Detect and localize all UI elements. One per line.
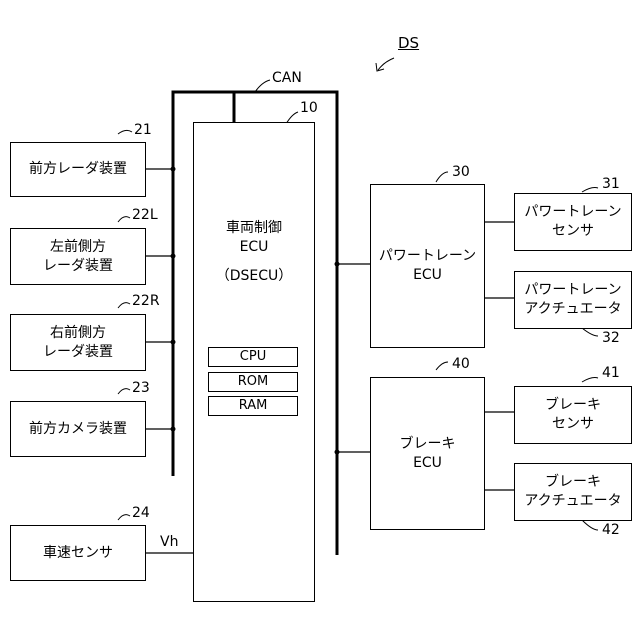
ecu-name-line3: （DSECU） [216, 267, 293, 286]
powertrain-ecu-ref: 30 [452, 164, 470, 180]
left-side-radar-box: 左前側方 レーダ装置 [10, 228, 146, 285]
brake-sensor-box: ブレーキ センサ [514, 386, 632, 444]
junction-dot [335, 262, 340, 267]
cpu-block: CPU [208, 347, 298, 367]
powertrain-sensor-line2: センサ [552, 222, 594, 241]
left-side-radar-ref: 22L [132, 207, 158, 223]
right-side-radar-box: 右前側方 レーダ装置 [10, 314, 146, 371]
leader-can [255, 80, 270, 92]
vehicle-speed-sensor-box: 車速センサ [10, 525, 146, 581]
leader-22r [118, 303, 130, 308]
ram-block: RAM [208, 396, 298, 416]
powertrain-actuator-line1: パワートレーン [524, 281, 621, 300]
leader-31 [582, 188, 598, 193]
ecu-name-line2: ECU [240, 238, 269, 257]
powertrain-sensor-line1: パワートレーン [524, 203, 621, 222]
front-radar-ref: 21 [134, 122, 152, 138]
vh-label: Vh [160, 534, 178, 550]
powertrain-ecu-box: パワートレーン ECU [370, 184, 485, 348]
left-side-radar-line2: レーダ装置 [43, 257, 113, 276]
brake-sensor-line1: ブレーキ [545, 396, 601, 415]
front-camera-box: 前方カメラ装置 [10, 401, 146, 457]
powertrain-actuator-ref: 32 [602, 330, 620, 346]
leader-23 [118, 389, 130, 394]
brake-sensor-line2: センサ [552, 415, 594, 434]
can-label: CAN [272, 70, 302, 86]
front-camera-label: 前方カメラ装置 [29, 420, 127, 439]
powertrain-ecu-line2: ECU [413, 266, 442, 285]
brake-actuator-line2: アクチュエータ [524, 492, 621, 511]
rom-block: ROM [208, 372, 298, 392]
brake-ecu-box: ブレーキ ECU [370, 377, 485, 530]
front-camera-ref: 23 [132, 380, 150, 396]
brake-actuator-ref: 42 [602, 522, 620, 538]
brake-ecu-ref: 40 [452, 356, 470, 372]
leader-30 [436, 172, 448, 182]
brake-ecu-line1: ブレーキ [400, 435, 456, 454]
powertrain-actuator-box: パワートレーン アクチュエータ [514, 271, 632, 329]
left-side-radar-line1: 左前側方 [50, 238, 106, 257]
leader-21 [118, 130, 132, 134]
brake-ecu-line2: ECU [413, 454, 442, 473]
right-side-radar-line1: 右前側方 [50, 324, 106, 343]
brake-actuator-line1: ブレーキ [545, 473, 601, 492]
leader-42 [582, 520, 598, 530]
leader-24 [118, 515, 130, 520]
powertrain-ecu-line1: パワートレーン [379, 247, 476, 266]
junction-dot [171, 340, 176, 345]
ecu-ref: 10 [300, 100, 318, 116]
powertrain-sensor-ref: 31 [602, 176, 620, 192]
powertrain-sensor-box: パワートレーン センサ [514, 193, 632, 251]
leader-41 [582, 378, 598, 383]
vehicle-speed-sensor-label: 車速センサ [43, 544, 113, 563]
front-radar-box: 前方レーダ装置 [10, 142, 146, 197]
ds-label: DS [398, 34, 419, 52]
leader-32 [582, 328, 598, 336]
leader-22l [118, 217, 130, 222]
junction-dot [171, 427, 176, 432]
front-radar-label: 前方レーダ装置 [29, 160, 127, 179]
vehicle-speed-sensor-ref: 24 [132, 505, 150, 521]
ecu-name-line1: 車両制御 [226, 219, 282, 238]
junction-dot [171, 254, 176, 259]
leader-40 [436, 362, 448, 370]
right-side-radar-ref: 22R [132, 293, 160, 309]
powertrain-actuator-line2: アクチュエータ [524, 300, 621, 319]
brake-sensor-ref: 41 [602, 365, 620, 381]
right-side-radar-line2: レーダ装置 [43, 343, 113, 362]
junction-dot [335, 450, 340, 455]
brake-actuator-box: ブレーキ アクチュエータ [514, 463, 632, 521]
ds-arrow [378, 58, 394, 70]
junction-dot [171, 167, 176, 172]
